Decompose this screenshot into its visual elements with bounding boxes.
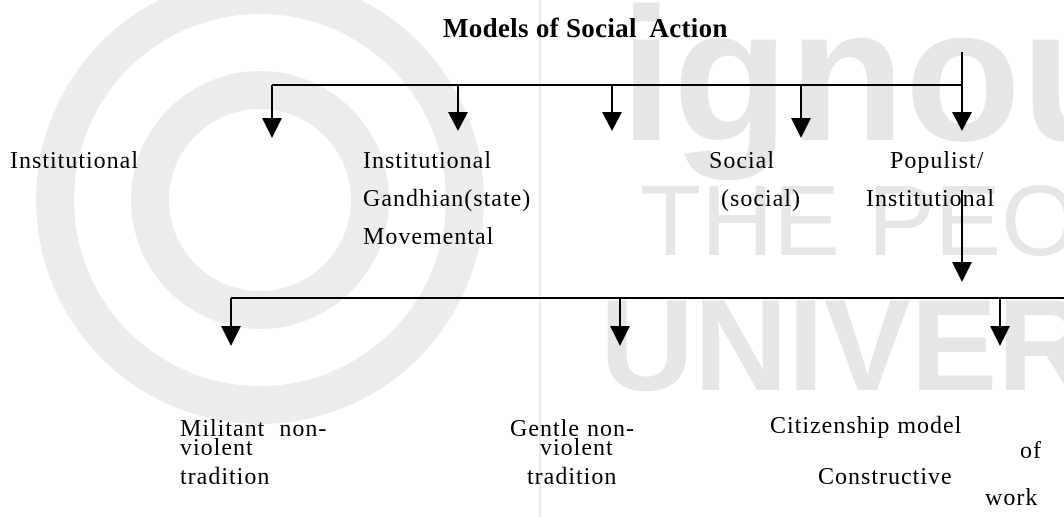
node-citizenship-line4: work — [985, 485, 1039, 511]
node-social-line1: Social — [709, 148, 775, 174]
arrow-down-icon — [610, 326, 630, 346]
node-institutional: Institutional — [10, 148, 139, 174]
node-militant-line2: violent — [180, 435, 254, 461]
arrow-down-icon — [990, 326, 1010, 346]
diagram-title: Models of Social Action — [443, 13, 728, 43]
node-populist-line2: Institutional — [866, 186, 995, 212]
arrow-down-icon — [221, 326, 241, 346]
node-gentle-line3: tradition — [527, 464, 618, 490]
node-populist-line1: Populist/ — [890, 148, 985, 174]
node-gentle-line1: Gentle non- — [510, 416, 635, 442]
arrow-down-icon — [952, 262, 972, 282]
arrow-down-icon — [952, 112, 972, 131]
watermark-ignou: ignou — [620, 0, 1064, 181]
node-citizenship-line3: Constructive — [818, 464, 953, 490]
node-institutional-gandhian-line3: Movemental — [363, 224, 495, 250]
arrow-down-icon — [791, 118, 811, 138]
watermark-the-peoples: THE PEOPLE'S — [640, 165, 1064, 277]
node-gentle-line2: violent — [540, 435, 614, 461]
arrow-down-icon — [602, 112, 622, 131]
node-citizenship-line1: Citizenship model — [770, 413, 963, 439]
node-social-line2: (social) — [721, 186, 801, 212]
node-institutional-gandhian-line1: Institutional — [363, 148, 492, 174]
node-militant-line1: Militant non- — [180, 416, 328, 442]
node-militant-line3: tradition — [180, 464, 271, 490]
arrow-down-icon — [448, 112, 468, 131]
arrow-down-icon — [262, 118, 282, 138]
watermark-logo-circles — [36, 0, 484, 424]
node-citizenship-line2: of — [1020, 438, 1042, 464]
node-institutional-gandhian-line2: Gandhian(state) — [363, 186, 532, 212]
watermark-university: UNIVERSITY — [600, 272, 1064, 418]
